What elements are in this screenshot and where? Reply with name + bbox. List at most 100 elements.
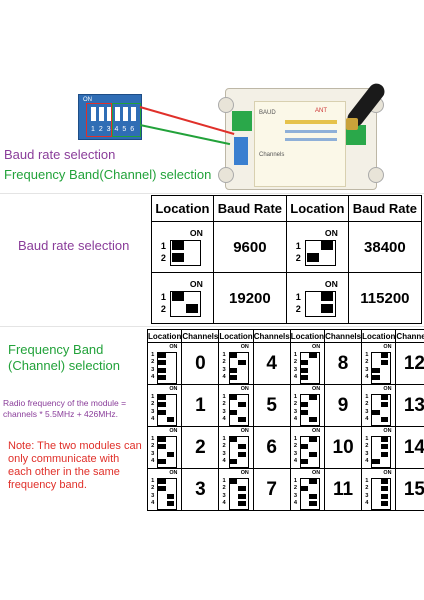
switch-on-label: ON — [240, 344, 249, 350]
switch-knob-on — [309, 451, 318, 457]
switch-on-label: ON — [312, 386, 321, 392]
switch-number: 3 — [293, 492, 298, 499]
switch-knob-on — [237, 402, 246, 408]
switch-number: 1 — [293, 351, 298, 358]
switch-number: 1 — [295, 240, 301, 251]
channel-number: 9 — [324, 384, 363, 427]
switch-number: 4 — [151, 374, 155, 380]
switch-knob-off — [157, 459, 166, 465]
switch-number: 4 — [293, 458, 298, 464]
switch-number: 4 — [151, 458, 155, 464]
freq-formula: Radio frequency of the module = channels… — [3, 398, 127, 419]
channel-number: 12 — [395, 342, 424, 385]
baud-side-label: Baud rate selection — [18, 238, 130, 253]
switch-knob-off — [229, 459, 238, 465]
switch-knob-off — [372, 409, 380, 415]
switch-number: 1 — [293, 435, 298, 442]
switch-on-label: ON — [169, 470, 178, 476]
switch-on-label: ON — [383, 428, 392, 434]
switch-knob-on — [166, 451, 175, 457]
switch-number: 2 — [160, 252, 166, 263]
switch-number: 4 — [293, 416, 298, 422]
switch-number: 3 — [365, 450, 369, 457]
switch-knob-off — [372, 367, 380, 373]
switch-number: 1 — [222, 477, 226, 484]
switch-number: 1 — [160, 291, 166, 302]
switch-knob-off — [157, 444, 166, 450]
switch-number: 4 — [293, 500, 298, 506]
switch-number: 3 — [365, 366, 369, 373]
switch-knob-on — [237, 444, 246, 450]
switch-knob-off — [300, 444, 309, 450]
channel-header-channels: Channels — [324, 329, 363, 343]
switch-on-label: ON — [383, 470, 392, 476]
switch-knob-off — [157, 486, 166, 492]
switch-number: 4 — [365, 416, 369, 422]
baud-header-rate-1: Baud Rate — [212, 195, 287, 222]
switch-knob-on — [237, 501, 246, 507]
switch-on-label: ON — [240, 386, 249, 392]
ant-label: ANT — [315, 108, 327, 114]
switch-knob-off — [157, 375, 166, 381]
switch-number: 3 — [293, 366, 298, 373]
channel-number: 14 — [395, 426, 424, 469]
switch-number: 1 — [293, 477, 298, 484]
switch-number: 1 — [365, 393, 369, 400]
dip-on-label: ON — [83, 97, 92, 103]
switch-on-label: ON — [169, 344, 178, 350]
switch-knob-on — [380, 360, 389, 366]
switch-knob-off — [157, 402, 166, 408]
switch-knob-off — [229, 367, 238, 373]
switch-number: 1 — [151, 477, 155, 484]
switch-number: 2 — [365, 485, 369, 491]
switch-knob-off — [229, 478, 238, 484]
freq-divider — [0, 326, 424, 327]
switch-knob-on — [166, 501, 175, 507]
switch-number: 3 — [293, 450, 298, 457]
switch-number: 1 — [293, 393, 298, 400]
switch-on-label: ON — [324, 278, 338, 289]
baud-header-location-1: Location — [151, 195, 214, 222]
switch-knob-on — [380, 493, 389, 499]
product-photo: ON 1 2 3 4 5 6 ANT BAUD Channels — [0, 80, 424, 192]
switch-knob-on — [320, 292, 333, 302]
switch-number: 1 — [222, 393, 226, 400]
switch-on-label: ON — [240, 428, 249, 434]
switch-number: 3 — [151, 450, 155, 457]
switch-knob-on — [309, 394, 318, 400]
switch-knob-on — [380, 451, 389, 457]
channels-label-pcb: Channels — [259, 152, 285, 158]
switch-number: 3 — [151, 492, 155, 499]
switch-knob-on — [380, 402, 389, 408]
baud-rate-value: 19200 — [212, 272, 287, 324]
channel-header-location: Location — [146, 329, 183, 343]
switch-number: 2 — [151, 485, 155, 491]
switch-number: 1 — [365, 435, 369, 442]
terminal-block-right — [346, 125, 366, 145]
switch-number: 2 — [160, 303, 166, 314]
switch-number: 2 — [222, 443, 226, 449]
switch-on-label: ON — [189, 227, 203, 238]
channel-header-location: Location — [361, 329, 397, 343]
switch-knob-on — [309, 436, 318, 442]
channel-number: 13 — [395, 384, 424, 427]
switch-on-label: ON — [240, 470, 249, 476]
